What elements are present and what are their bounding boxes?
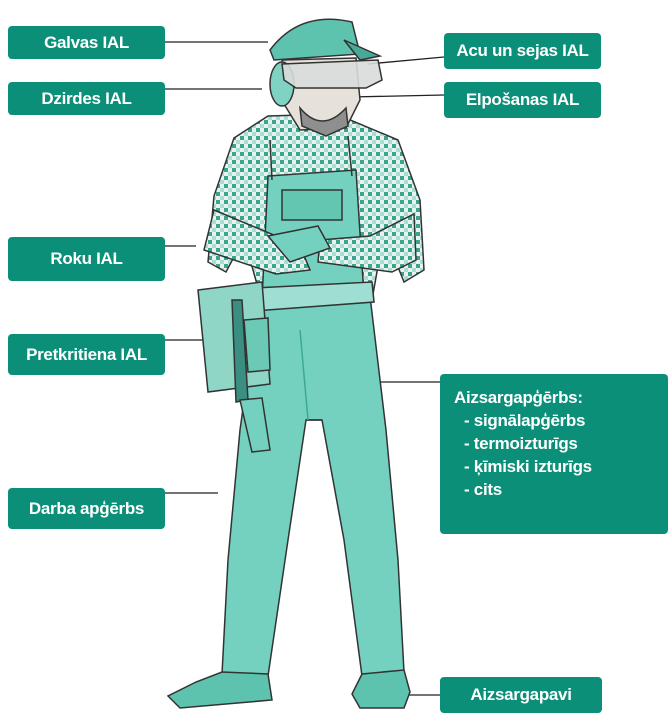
label-hand-protection: Roku IAL <box>8 237 165 281</box>
label-hearing-protection: Dzirdes IAL <box>8 82 165 115</box>
label-head-protection: Galvas IAL <box>8 26 165 59</box>
list-item: signālapģērbs <box>454 409 592 432</box>
list-item: termoizturīgs <box>454 432 592 455</box>
label-respiratory-protection: Elpošanas IAL <box>444 82 601 118</box>
goggles <box>282 60 382 88</box>
shoes <box>168 670 410 708</box>
label-protective-clothing: Aizsargapģērbs: signālapģērbs termoiztur… <box>440 374 668 534</box>
list-item: ķīmiski izturīgs <box>454 455 592 478</box>
cap <box>270 19 380 60</box>
protective-clothing-list: signālapģērbs termoizturīgs ķīmiski iztu… <box>454 409 592 501</box>
label-workwear: Darba apģērbs <box>8 488 165 529</box>
list-item: cits <box>454 478 592 501</box>
label-fall-protection: Pretkritiena IAL <box>8 334 165 375</box>
label-eye-face-protection: Acu un sejas IAL <box>444 33 601 69</box>
protective-clothing-title: Aizsargapģērbs: <box>454 386 583 409</box>
label-protective-footwear: Aizsargapavi <box>440 677 602 713</box>
